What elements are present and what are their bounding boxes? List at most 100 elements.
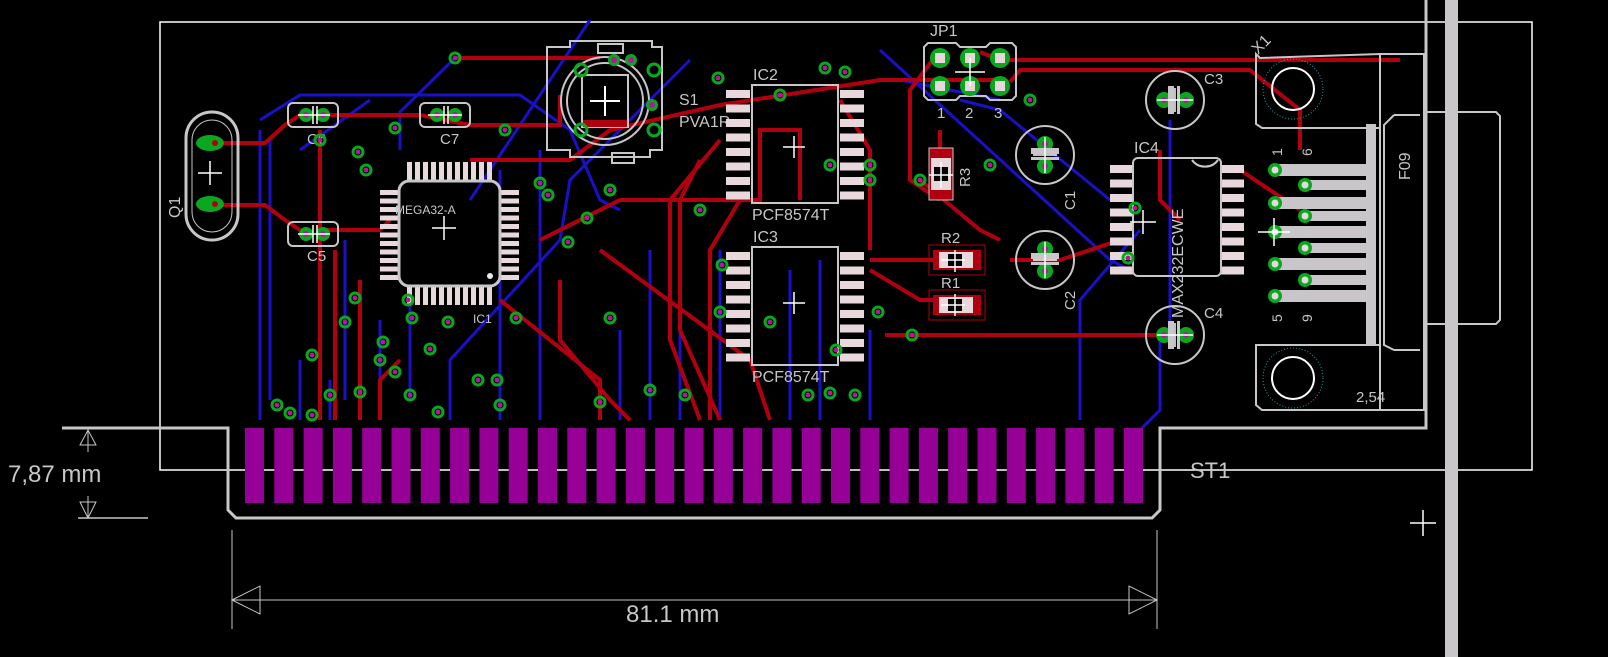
via-hole: [1125, 255, 1131, 261]
ic-pin: [726, 295, 750, 304]
edge-finger: [918, 428, 938, 503]
capacitor-c1[interactable]: [1015, 125, 1075, 185]
jp1-pin-pad: [935, 53, 945, 63]
db9-pin-hole: [1271, 166, 1279, 174]
label-ic3-value: PCF8574T: [752, 369, 830, 386]
via: [848, 388, 862, 402]
via: [431, 405, 445, 419]
via: [863, 158, 877, 172]
via: [533, 176, 547, 190]
label-x1-pin-1: 1: [1269, 148, 1285, 156]
crystal-q1[interactable]: Q1: [167, 110, 240, 242]
via: [373, 353, 387, 367]
label-c5: C5: [307, 248, 326, 265]
resistor-r1[interactable]: R1: [928, 275, 986, 321]
via-hole: [475, 377, 481, 383]
ic1-pin: [499, 241, 519, 246]
label-jp1-pin-2: 2: [965, 105, 973, 122]
via-hole: [697, 207, 703, 213]
ic2-pcf8574t[interactable]: IC2 PCF8574T: [726, 67, 864, 224]
label-x1: X1: [1249, 32, 1275, 58]
db9-finger: [1276, 226, 1374, 238]
origin-crosshair: [1410, 510, 1436, 536]
rail-guide: [1445, 0, 1458, 657]
via: [818, 61, 832, 75]
board-edge-outline: [62, 0, 1428, 520]
via: [423, 342, 437, 356]
via-hole: [342, 319, 348, 325]
via-hole: [842, 69, 848, 75]
ic-pin: [840, 310, 864, 318]
via: [359, 163, 373, 177]
ic-pin: [726, 177, 750, 185]
via-hole: [452, 55, 458, 61]
edge-finger: [977, 428, 997, 503]
capacitor-c4[interactable]: [1145, 305, 1205, 365]
dimension-height[interactable]: 7,87 mm: [8, 428, 148, 520]
ic-pin: [840, 252, 864, 260]
via-hole: [867, 162, 873, 168]
ic-pin: [726, 266, 750, 275]
via-hole: [584, 215, 590, 221]
capacitor-c7[interactable]: C7: [419, 102, 471, 148]
capacitor-outline: [1145, 305, 1205, 365]
edge-finger: [1036, 428, 1056, 503]
label-r2: R2: [941, 230, 960, 247]
ic-pin: [726, 310, 750, 318]
ic1-pin: [380, 198, 400, 204]
capacitor-c2[interactable]: [1015, 230, 1075, 290]
ic-pin: [726, 119, 750, 127]
edge-finger: [596, 428, 616, 503]
via-hole: [327, 392, 333, 398]
via-hole: [1132, 205, 1138, 211]
edge-finger: [479, 428, 499, 503]
label-c4: C4: [1204, 305, 1223, 322]
ic4-pin: [1220, 223, 1244, 231]
ic-pin: [840, 324, 864, 333]
ic-pin: [840, 90, 864, 98]
dimension-width[interactable]: 81.1 mm: [230, 530, 1159, 629]
edge-finger: [508, 428, 528, 503]
via-hole: [380, 339, 386, 345]
via: [838, 65, 852, 79]
capacitor-c6[interactable]: C6: [287, 102, 339, 148]
ic4-max232[interactable]: IC4 MAX232ECWE: [1110, 140, 1244, 318]
ic1-pin: [380, 249, 400, 255]
ic1-pin: [487, 285, 492, 305]
ic1-pin: [407, 162, 412, 182]
ic1-pin: [447, 162, 452, 182]
via-hole: [833, 347, 839, 353]
via: [713, 305, 727, 319]
connector-x1-db9[interactable]: X1 F09 1 6 5 9 2,54: [1249, 32, 1501, 411]
edge-finger: [303, 428, 323, 503]
ic4-pin: [1110, 223, 1134, 231]
switch-s1[interactable]: S1 PVA1R: [546, 40, 730, 164]
via: [863, 173, 877, 187]
ic-pin: [840, 339, 864, 347]
dimension-height-value: 7,87 mm: [8, 461, 101, 488]
capacitor-cross: [1157, 323, 1193, 347]
capacitor-c5[interactable]: C5: [287, 221, 339, 265]
via-hole: [545, 192, 551, 198]
resistor-r3[interactable]: R3: [928, 147, 974, 201]
capacitor-c3[interactable]: [1145, 70, 1205, 130]
via-hole: [607, 187, 613, 193]
edge-finger: [772, 428, 792, 503]
ic1-mega32[interactable]: MEGA32-A IC1: [380, 162, 519, 326]
db9-finger: [1276, 197, 1374, 209]
ic3-pcf8574t[interactable]: IC3 PCF8574T: [726, 229, 864, 386]
via-hole: [445, 319, 451, 325]
ic1-pin: [499, 266, 519, 272]
db9-pin-hole: [1271, 199, 1279, 207]
jumper-jp1[interactable]: JP1 1 2 3: [923, 23, 1017, 122]
db9-pin-hole: [1301, 212, 1309, 220]
resistor-r2[interactable]: R2: [928, 230, 986, 276]
ic4-pin: [1110, 266, 1134, 275]
label-c3: C3: [1204, 71, 1223, 88]
via-hole: [1027, 97, 1033, 103]
via: [541, 188, 555, 202]
capacitor-cross: [1157, 88, 1193, 112]
via: [353, 385, 367, 399]
via-hole: [827, 390, 833, 396]
